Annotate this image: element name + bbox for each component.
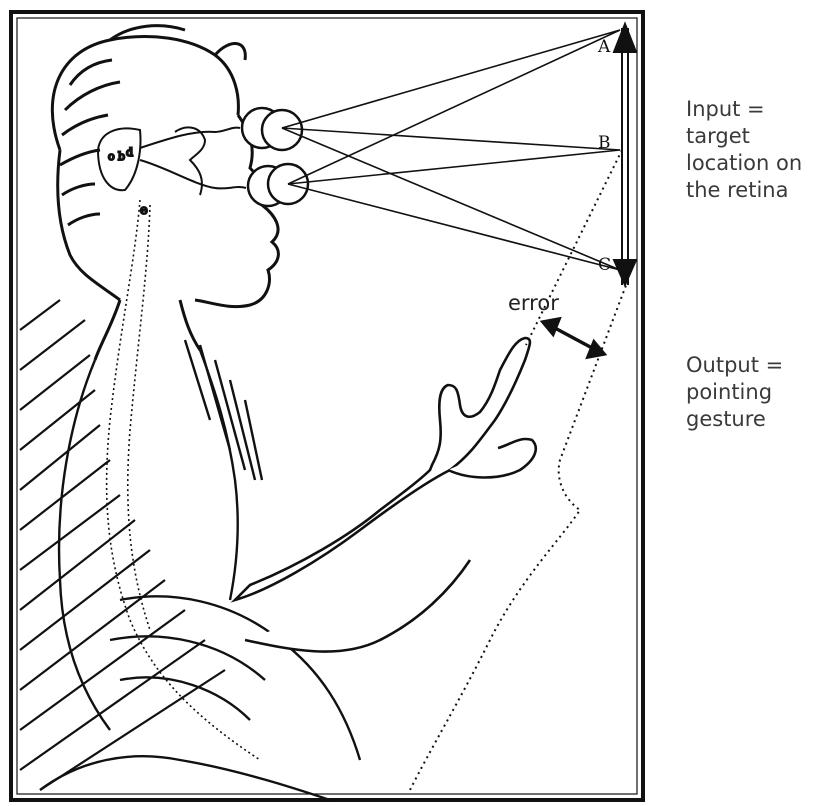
point-a-label: A [597, 37, 611, 57]
input-note: Input = target location on the retina [686, 96, 802, 204]
point-c-label: C [598, 255, 611, 275]
svg-text:b: b [118, 150, 125, 163]
svg-text:d: d [126, 146, 133, 159]
point-b-label: B [598, 133, 611, 153]
error-label: error [508, 291, 559, 315]
svg-text:e: e [140, 203, 148, 218]
output-note: Output = pointing gesture [686, 352, 783, 433]
svg-text:o: o [108, 150, 115, 163]
